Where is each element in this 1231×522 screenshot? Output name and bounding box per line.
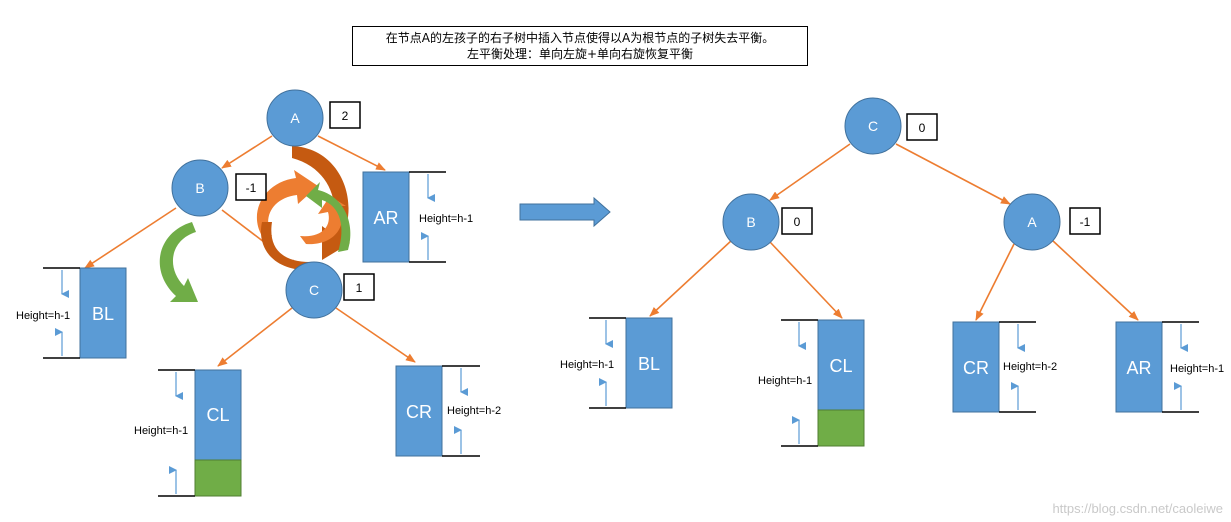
node-a <box>266 89 324 147</box>
watermark: https://blog.csdn.net/caoleiwe <box>1052 501 1223 516</box>
balance-b: -1 <box>246 181 257 195</box>
svg-text:CR: CR <box>963 358 989 378</box>
height-ar: Height=h-1 <box>419 213 473 225</box>
inserted-node-block <box>194 459 242 497</box>
edge-c-cr <box>335 307 416 363</box>
after-subtree-ar: AR Height=h-1 <box>1115 321 1224 413</box>
after-balance-a: -1 <box>1080 215 1091 229</box>
after-node-b <box>722 193 780 251</box>
edge-a-b <box>221 135 273 169</box>
rotate-arrow-green-left <box>159 222 198 302</box>
balance-box-b <box>235 173 267 201</box>
after-balance-c: 0 <box>919 121 926 135</box>
balance-box-c <box>343 273 375 301</box>
edge-c-cl <box>217 307 293 367</box>
after-balance-box-a <box>1069 207 1101 235</box>
after-node-a <box>1003 193 1061 251</box>
svg-text:BL: BL <box>638 354 660 374</box>
edge-after-b-cl <box>769 241 843 319</box>
after-height-bl: Height=h-1 <box>560 359 614 371</box>
svg-text:BL: BL <box>92 304 114 324</box>
after-balance-b: 0 <box>794 215 801 229</box>
edge-after-b-bl <box>649 239 733 317</box>
after-balance-box-b <box>781 207 813 235</box>
after-height-cr: Height=h-2 <box>1003 361 1057 373</box>
after-subtree-bl: BL Height=h-1 <box>560 317 673 409</box>
caption-box: 在节点A的左孩子的右子树中插入节点使得以A为根节点的子树失去平衡。 左平衡处理：… <box>352 26 808 66</box>
svg-text:CL: CL <box>829 356 852 376</box>
svg-text:CL: CL <box>206 405 229 425</box>
node-a-label: A <box>290 110 300 126</box>
after-node-b-label: B <box>746 214 755 230</box>
svg-text:AR: AR <box>373 208 398 228</box>
edge-after-c-a <box>895 143 1011 205</box>
node-b <box>171 159 229 217</box>
subtree-bl: BL Height=h-1 <box>16 267 127 359</box>
after-node-c <box>844 97 902 155</box>
rotate-arrow-dark-orange-lower <box>260 222 312 271</box>
height-cl: Height=h-1 <box>134 425 188 437</box>
subtree-cl: CL Height=h-1 <box>134 369 242 497</box>
balance-box-a <box>329 101 361 129</box>
edge-b-bl <box>84 207 177 269</box>
transition-arrow <box>519 196 611 228</box>
svg-text:AR: AR <box>1126 358 1151 378</box>
caption-line-2: 左平衡处理：单向左旋+单向右旋恢复平衡 <box>466 47 694 61</box>
balance-c: 1 <box>356 281 363 295</box>
node-c-label: C <box>309 282 319 298</box>
edge-after-a-cr <box>975 243 1015 321</box>
subtree-cr: CR Height=h-2 <box>395 365 501 457</box>
after-subtree-cr: CR Height=h-2 <box>952 321 1057 413</box>
edge-after-c-b <box>769 143 851 201</box>
node-b-label: B <box>195 180 204 196</box>
after-subtree-cl: CL Height=h-1 <box>758 319 865 447</box>
height-bl: Height=h-1 <box>16 310 70 322</box>
after-height-ar: Height=h-1 <box>1170 363 1224 375</box>
subtree-ar: AR Height=h-1 <box>362 171 473 263</box>
node-c <box>285 261 343 319</box>
after-node-c-label: C <box>868 118 878 134</box>
after-inserted-node-block <box>817 409 865 447</box>
edge-after-a-ar <box>1051 239 1139 321</box>
after-balance-box-c <box>906 113 938 141</box>
height-cr: Height=h-2 <box>447 405 501 417</box>
after-height-cl: Height=h-1 <box>758 375 812 387</box>
edge-a-ar <box>317 135 386 171</box>
after-node-a-label: A <box>1027 214 1037 230</box>
svg-text:CR: CR <box>406 402 432 422</box>
rotate-arrow-orange-upper <box>256 170 318 236</box>
caption-line-1: 在节点A的左孩子的右子树中插入节点使得以A为根节点的子树失去平衡。 <box>385 31 775 45</box>
rotate-arrow-green-upper <box>306 182 351 252</box>
balance-a: 2 <box>342 109 349 123</box>
